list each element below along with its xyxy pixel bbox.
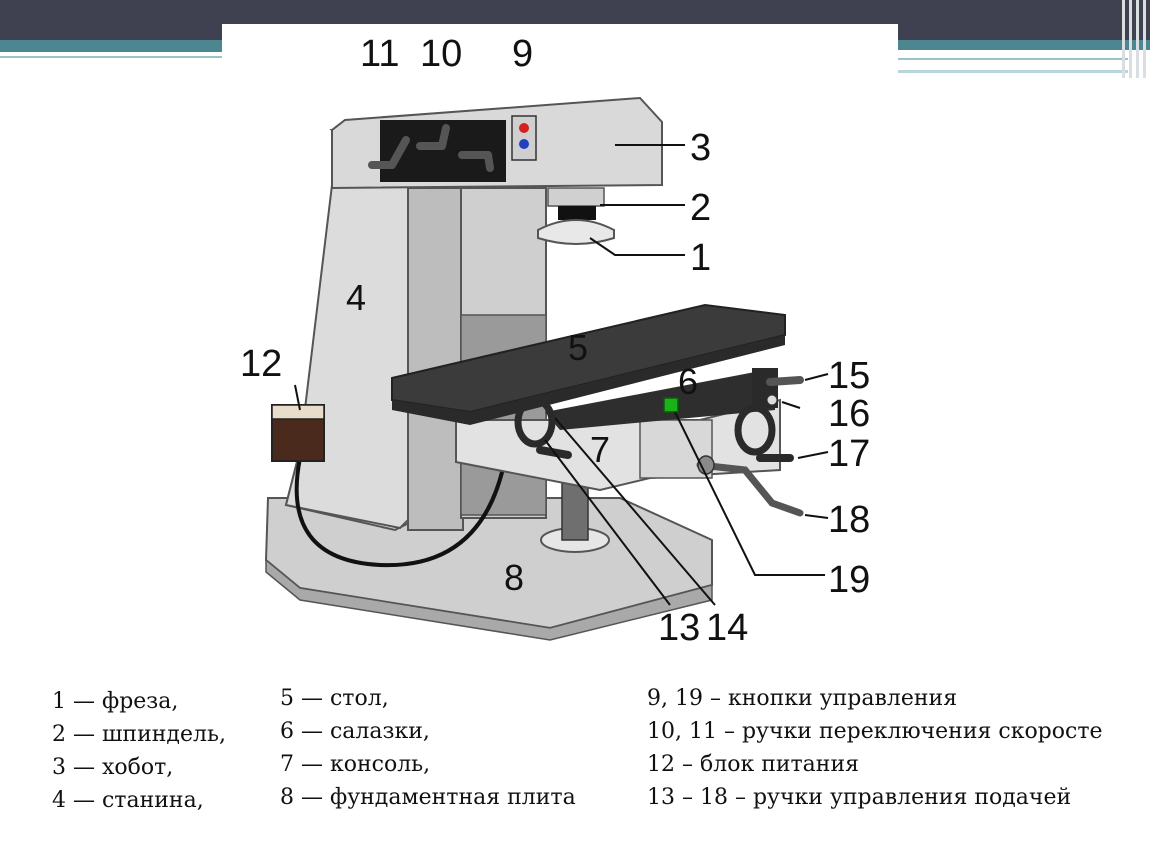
power-cable <box>294 419 512 568</box>
column-body <box>284 129 417 530</box>
callout-10: 10 <box>420 33 462 75</box>
callout-12: 12 <box>240 343 282 385</box>
button-panel-9 <box>511 115 537 161</box>
callout-9: 9 <box>512 33 533 75</box>
header-accent-right <box>898 40 1150 50</box>
callout-14: 14 <box>706 607 748 649</box>
legend-item: 8 — фундаментная плита <box>280 785 576 810</box>
leader-lines <box>294 144 829 606</box>
elevating-screw <box>561 479 589 541</box>
milling-cutter <box>537 219 615 245</box>
callout-16: 16 <box>828 393 870 435</box>
legend-item: 3 — хобот, <box>52 755 174 780</box>
callout-13: 13 <box>658 607 700 649</box>
legend-item: 2 — шпиндель, <box>52 722 226 747</box>
header-line-left <box>0 56 222 58</box>
legend-item: 12 – блок питания <box>647 752 860 777</box>
callout-8: 8 <box>504 557 524 598</box>
button-red <box>519 123 529 133</box>
callout-5: 5 <box>568 327 588 368</box>
legend-item: 10, 11 – ручки переключения скоросте <box>647 719 1103 744</box>
header-edge-bars <box>1118 0 1150 78</box>
legend-item: 6 — салазки, <box>280 719 430 744</box>
callout-11: 11 <box>360 33 399 75</box>
legend-item: 5 — стол, <box>280 686 389 711</box>
legend-item: 13 – 18 – ручки управления подачей <box>647 785 1072 810</box>
spindle-housing <box>547 187 605 207</box>
legend-item: 9, 19 – кнопки управления <box>647 686 958 711</box>
legend-column-2: 5 — стол, 6 — салазки, 7 — консоль, 8 — … <box>280 682 576 814</box>
legend-item: 4 — станина, <box>52 788 204 813</box>
callout-17: 17 <box>828 433 870 475</box>
header-line-right-2 <box>898 70 1128 73</box>
handle-15 <box>766 376 804 386</box>
column-front <box>407 187 464 531</box>
button-blue <box>519 139 529 149</box>
crank-18 <box>696 461 804 517</box>
table-front <box>392 335 785 425</box>
image-panel-top <box>222 24 898 84</box>
knob-16 <box>766 394 778 406</box>
header-accent-left <box>0 40 222 52</box>
callout-2: 2 <box>690 187 711 229</box>
legend-column-3: 9, 19 – кнопки управления 10, 11 – ручки… <box>647 682 1103 814</box>
speed-levers <box>368 124 494 172</box>
spindle <box>558 206 596 220</box>
saddle <box>545 372 775 430</box>
callout-15: 15 <box>828 355 870 397</box>
callout-3: 3 <box>690 127 711 169</box>
handwheel-13 <box>514 396 556 448</box>
button-green <box>663 397 679 413</box>
callout-19: 19 <box>828 559 870 601</box>
callout-7: 7 <box>590 429 610 470</box>
callout-6: 6 <box>678 361 698 402</box>
callout-4: 4 <box>346 277 366 318</box>
power-supply-lid <box>271 404 325 420</box>
legend-column-1: 1 — фреза, 2 — шпиндель, 3 — хобот, 4 — … <box>52 685 226 817</box>
callout-18: 18 <box>828 499 870 541</box>
legend-item: 1 — фреза, <box>52 689 179 714</box>
legend-item: 7 — консоль, <box>280 752 431 777</box>
header-line-right <box>898 58 1128 60</box>
callout-1: 1 <box>690 237 711 279</box>
